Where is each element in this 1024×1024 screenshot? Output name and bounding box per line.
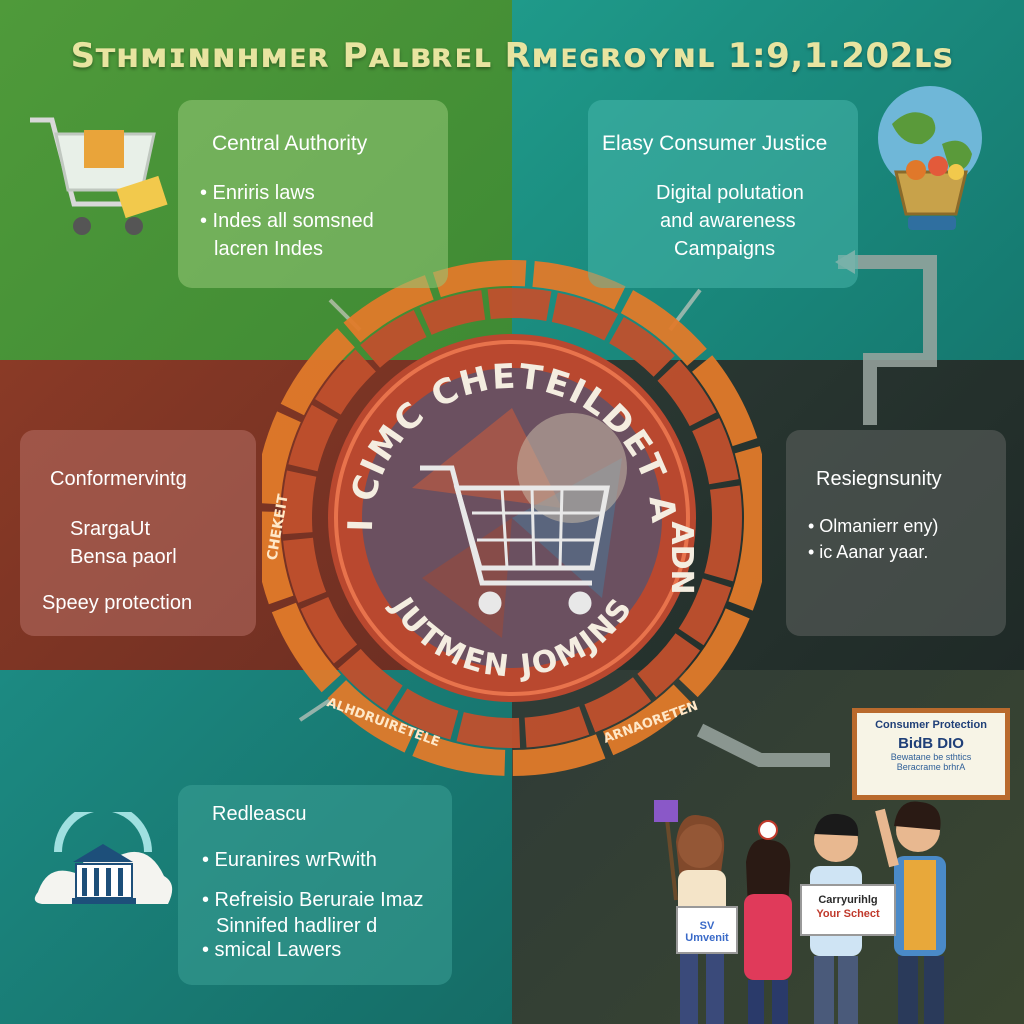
list-item: and awareness bbox=[660, 210, 796, 232]
list-item: • Refreisio Beruraie Imaz bbox=[202, 889, 424, 911]
list-item: Digital polutation bbox=[656, 182, 804, 204]
sign-line-3: Bewatane be sthtics bbox=[890, 752, 972, 762]
panel-easy-consumer-justice: Elasy Consumer Justice Digital polutatio… bbox=[588, 100, 858, 288]
list-item: • smical Lawers bbox=[202, 939, 342, 961]
shopping-cart-illustration-icon bbox=[30, 117, 168, 235]
middle-ring bbox=[282, 288, 742, 748]
panel-redleascu: Redleascu • Euranires wrRwith • Refreisi… bbox=[178, 785, 452, 985]
panel-heading: Central Authority bbox=[212, 132, 368, 155]
person-icon bbox=[744, 820, 792, 1024]
connector-top-right bbox=[838, 255, 937, 425]
connector-bottom-right bbox=[696, 723, 830, 767]
globe-basket-icon bbox=[878, 86, 982, 230]
placard-center: Carryurihlg Your Schect bbox=[800, 884, 896, 936]
central-wheel: STCI CIMC CHETEILDET ARDS JUTMEN JOMJNS … bbox=[262, 258, 762, 776]
person-icon bbox=[875, 801, 946, 1024]
sign-line-1: Consumer Protection bbox=[875, 719, 987, 731]
sign-line-2: BidB DIO bbox=[898, 735, 964, 752]
sign-line-4: Beracrame brhrA bbox=[896, 762, 966, 772]
list-item: Speey protection bbox=[42, 592, 193, 614]
person-icon bbox=[654, 800, 726, 1024]
panel-conformervintg: Conformervintg SrargaUt Bensa paorl Spee… bbox=[20, 430, 256, 636]
list-item: SrargaUt bbox=[70, 518, 151, 540]
list-item: • ic Aanar yaar. bbox=[808, 542, 929, 562]
panel-heading: Resiegnsunity bbox=[816, 468, 942, 490]
consumer-protection-sign: Consumer Protection BidB DIO Bewatane be… bbox=[852, 708, 1010, 800]
list-item: Sinnifed hadlirer d bbox=[216, 915, 378, 937]
list-item: Campaigns bbox=[674, 238, 776, 260]
list-item: • Euranires wrRwith bbox=[202, 849, 377, 871]
panel-central-authority: Central Authority • Enriris laws • Indes… bbox=[178, 100, 448, 288]
panel-heading: Conformervintg bbox=[50, 468, 187, 490]
list-item: • Enriris laws bbox=[200, 182, 315, 204]
wheel-right-text: ADN bbox=[664, 521, 699, 594]
placard-left: SV Umvenit bbox=[676, 906, 738, 954]
panel-heading: Elasy Consumer Justice bbox=[602, 132, 828, 155]
courthouse-icon bbox=[34, 812, 173, 904]
shopping-cart-icon bbox=[420, 465, 611, 615]
page-title: Sᴛʜᴍɪɴɴʜᴍᴇʀ Pᴀʟʙʀᴇʟ Rᴍᴇɢʀᴏʏɴʟ 1:9,1.202ʟ… bbox=[70, 36, 954, 76]
panel-resiegnsunity: Resiegnsunity • Olmanierr eny) • ic Aana… bbox=[786, 430, 1006, 636]
arrow-head-icon bbox=[835, 250, 855, 274]
list-item: • Indes all somsned bbox=[200, 210, 374, 232]
list-item: • Olmanierr eny) bbox=[808, 516, 939, 536]
panel-heading: Redleascu bbox=[212, 803, 307, 825]
list-item: Bensa paorl bbox=[70, 546, 177, 568]
outer-ring bbox=[262, 260, 762, 776]
list-item: lacren Indes bbox=[214, 238, 323, 260]
